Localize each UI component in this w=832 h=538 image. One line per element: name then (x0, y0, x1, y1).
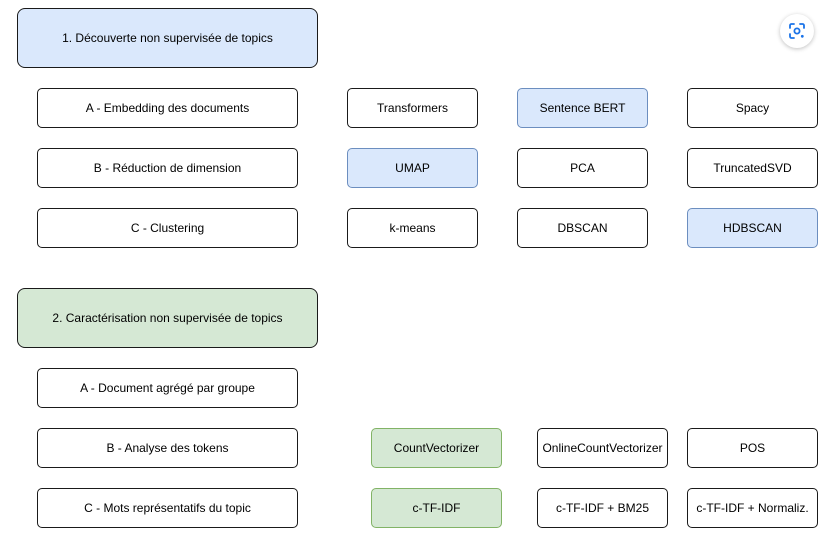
step-1b-text: B - Réduction de dimension (93, 161, 242, 175)
option-pos-text: POS (739, 441, 766, 455)
step-2b-text: B - Analyse des tokens (106, 441, 229, 455)
option-spacy: Spacy (687, 88, 818, 128)
step-2a-text: A - Document agrégé par groupe (80, 381, 255, 395)
section-1-title: 1. Découverte non supervisée de topics (62, 31, 273, 45)
step-1c-label: C - Clustering (37, 208, 298, 248)
option-pca-text: PCA (570, 161, 595, 175)
step-1a-label: A - Embedding des documents (37, 88, 298, 128)
option-sentence-bert-selected: Sentence BERT (517, 88, 648, 128)
section-2-title: 2. Caractérisation non supervisée de top… (52, 311, 283, 325)
step-2c-text: C - Mots représentatifs du topic (84, 501, 251, 515)
option-spacy-text: Spacy (735, 101, 770, 115)
option-sentence-bert-text: Sentence BERT (539, 101, 626, 115)
option-kmeans: k-means (347, 208, 478, 248)
option-kmeans-text: k-means (389, 221, 436, 235)
option-umap-selected: UMAP (347, 148, 478, 188)
section-2-header: 2. Caractérisation non supervisée de top… (17, 288, 318, 348)
lens-search-icon (789, 23, 805, 39)
option-dbscan: DBSCAN (517, 208, 648, 248)
option-transformers: Transformers (347, 88, 478, 128)
option-transformers-text: Transformers (377, 101, 448, 115)
option-onlinecountvectorizer-text: OnlineCountVectorizer (542, 441, 663, 455)
lens-search-button[interactable] (780, 14, 814, 48)
option-hdbscan-selected: HDBSCAN (687, 208, 818, 248)
step-1b-label: B - Réduction de dimension (37, 148, 298, 188)
option-pos: POS (687, 428, 818, 468)
step-2c-label: C - Mots représentatifs du topic (37, 488, 298, 528)
option-truncatedsvd-text: TruncatedSVD (713, 161, 792, 175)
option-ctfidf-bm25: c-TF-IDF + BM25 (537, 488, 668, 528)
option-pca: PCA (517, 148, 648, 188)
option-ctfidf-normaliz-text: c-TF-IDF + Normaliz. (696, 501, 809, 515)
option-umap-text: UMAP (395, 161, 430, 175)
step-2b-label: B - Analyse des tokens (37, 428, 298, 468)
option-truncatedsvd: TruncatedSVD (687, 148, 818, 188)
option-ctfidf-selected: c-TF-IDF (371, 488, 502, 528)
option-dbscan-text: DBSCAN (557, 221, 608, 235)
option-countvectorizer-selected: CountVectorizer (371, 428, 502, 468)
option-onlinecountvectorizer: OnlineCountVectorizer (537, 428, 668, 468)
option-hdbscan-text: HDBSCAN (723, 221, 782, 235)
section-1-header: 1. Découverte non supervisée de topics (17, 8, 318, 68)
option-ctfidf-bm25-text: c-TF-IDF + BM25 (555, 501, 649, 515)
step-2a-label: A - Document agrégé par groupe (37, 368, 298, 408)
option-countvectorizer-text: CountVectorizer (393, 441, 480, 455)
option-ctfidf-normaliz: c-TF-IDF + Normaliz. (687, 488, 818, 528)
option-ctfidf-text: c-TF-IDF (412, 501, 461, 515)
step-1c-text: C - Clustering (130, 221, 205, 235)
step-1a-text: A - Embedding des documents (85, 101, 250, 115)
